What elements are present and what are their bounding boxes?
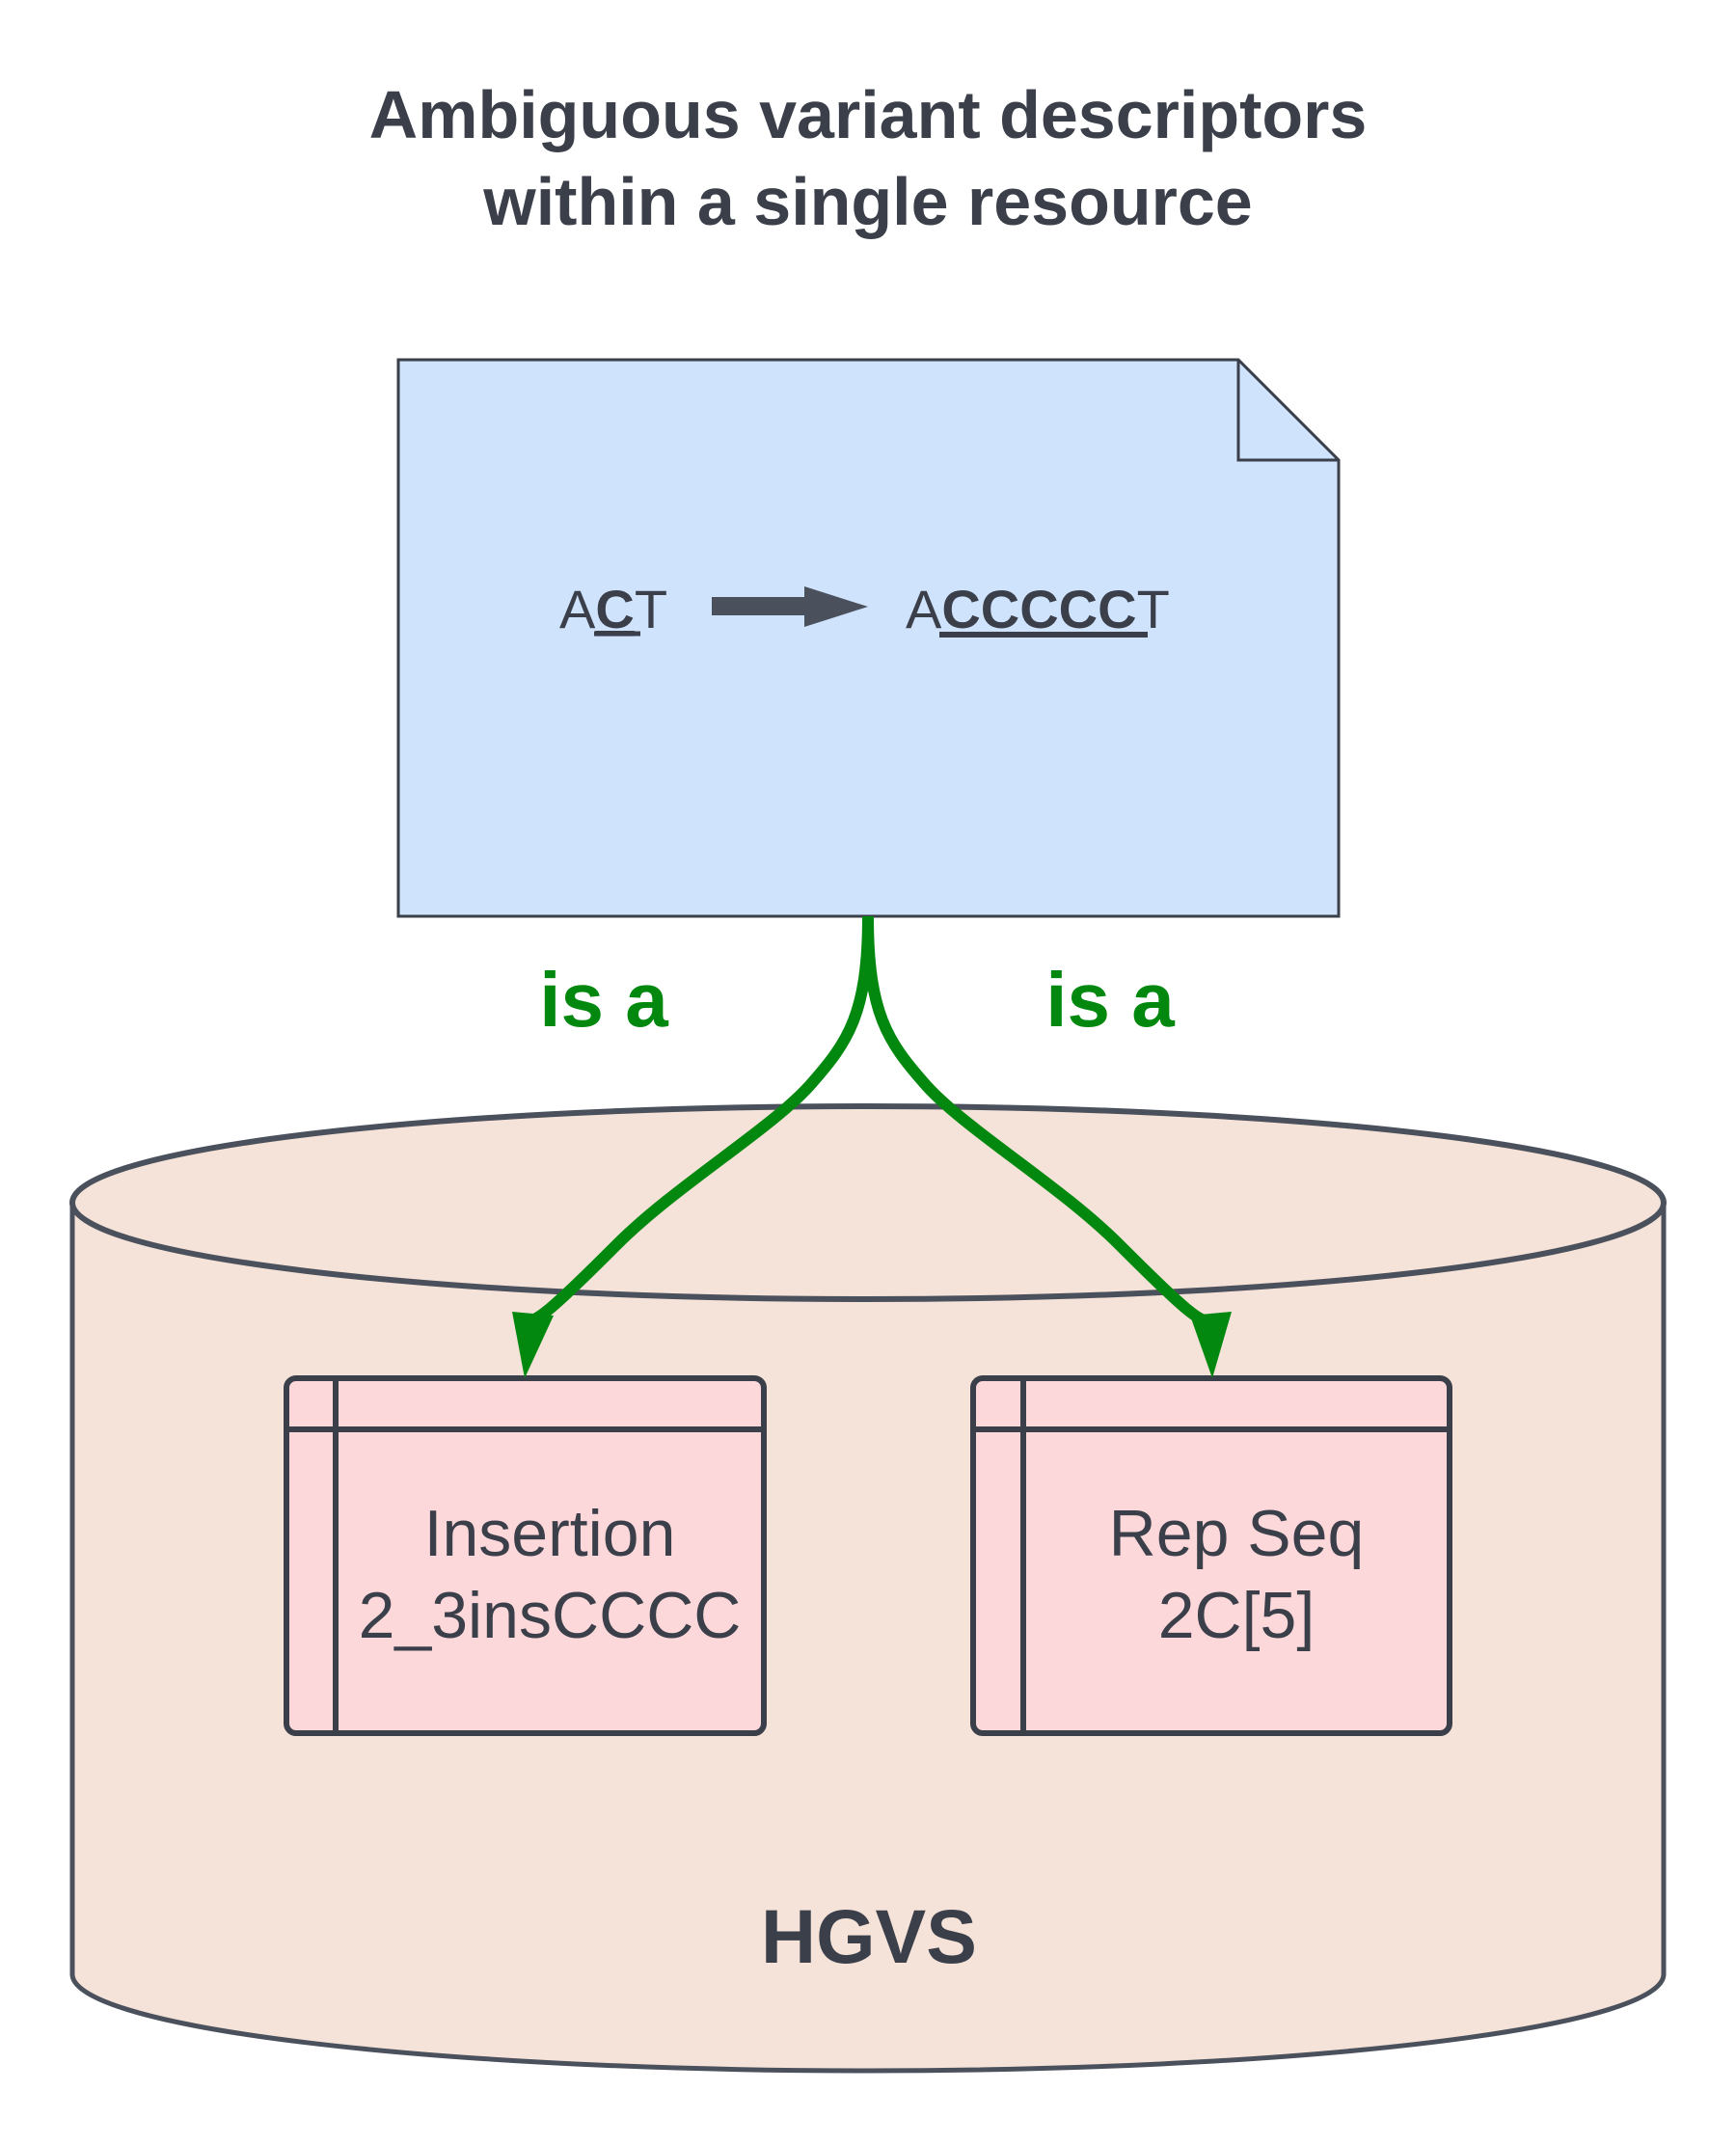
cylinder-top <box>69 1103 1667 1302</box>
sequence-after: ACCCCCT <box>906 579 1170 639</box>
entity-descriptor: 2_3insCCCC <box>359 1579 742 1652</box>
title-line-1: Ambiguous variant descriptors <box>369 77 1368 152</box>
arrowhead-left-icon <box>512 1312 554 1378</box>
document-fold-corner <box>1236 360 1339 462</box>
entity-descriptor: 2C[5] <box>1158 1579 1316 1652</box>
entity-box <box>284 1375 767 1736</box>
sequence-before-highlight: C <box>595 579 634 639</box>
title-line-2: within a single resource <box>482 164 1252 239</box>
sequence-after-highlight: CCCCC <box>941 579 1136 639</box>
sequence-before-prefix: A <box>559 579 596 639</box>
sequence-before-suffix: T <box>635 579 667 639</box>
relation-label-right: is a <box>1045 957 1175 1043</box>
relation-connectors <box>512 915 1232 1378</box>
relation-label-left: is a <box>539 957 668 1043</box>
entity-name: Insertion <box>424 1497 676 1570</box>
database-label: HGVS <box>761 1893 977 1979</box>
document-body <box>396 358 1341 918</box>
connector-right[interactable] <box>862 915 1216 1327</box>
sequence-after-prefix: A <box>906 579 942 639</box>
entity-insertion[interactable]: Insertion 2_3insCCCC <box>284 1375 767 1736</box>
sequence-after-suffix: T <box>1137 579 1170 639</box>
sequence-document: ACT ACCCCCT <box>396 358 1341 918</box>
entity-rep-seq[interactable]: Rep Seq 2C[5] <box>970 1375 1452 1736</box>
sequence-before: ACT <box>559 579 667 639</box>
arrowhead-right-icon <box>1190 1312 1232 1378</box>
entity-box <box>970 1375 1452 1736</box>
entity-name: Rep Seq <box>1109 1497 1365 1570</box>
right-arrow-icon <box>712 586 868 627</box>
connector-left[interactable] <box>520 915 874 1327</box>
